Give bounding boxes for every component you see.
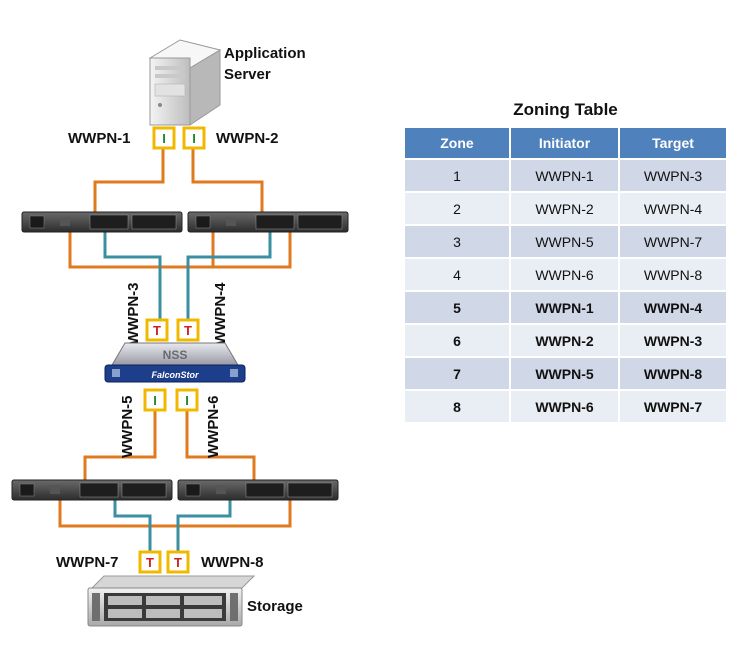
target-cell: WWPN-4 (620, 292, 726, 325)
cable-wwpn6-switch-bottom-right (185, 410, 256, 480)
target-cell: WWPN-7 (620, 226, 726, 259)
target-port-letter: T (153, 323, 161, 338)
nss-appliance-icon (104, 342, 246, 383)
cable-switch-top-left-teal (103, 232, 162, 320)
storage-array-icon (87, 575, 256, 627)
port-wwpn-7: T (138, 550, 162, 574)
cable-wwpn5-switch-bottom-left (83, 410, 157, 480)
storage-label: Storage (247, 598, 303, 615)
cable-switch-top-left-orange (68, 232, 215, 269)
cable-switch-top-right-orange (213, 232, 292, 269)
zone-cell: 6 (405, 325, 511, 358)
table-row: 6 WWPN-2 WWPN-3 (405, 325, 726, 358)
initiator-cell: WWPN-1 (510, 160, 621, 193)
table-row: 4 WWPN-6 WWPN-8 (405, 259, 726, 292)
table-row: 7 WWPN-5 WWPN-8 (405, 358, 726, 391)
wwpn-1-label: WWPN-1 (68, 130, 131, 147)
column-header-zone: Zone (405, 128, 511, 160)
target-port-letter: T (146, 555, 154, 570)
cable-switch-bottom-right-teal (176, 500, 232, 552)
nss-label: NSS (163, 348, 188, 362)
target-cell: WWPN-8 (620, 358, 726, 391)
target-port-letter: T (174, 555, 182, 570)
fc-switch-top-left-icon (21, 211, 183, 233)
port-wwpn-6: I (175, 388, 199, 412)
initiator-cell: WWPN-2 (510, 193, 621, 226)
table-row: 8 WWPN-6 WWPN-7 (405, 391, 726, 424)
target-cell: WWPN-3 (620, 160, 726, 193)
cable-wwpn2-switch-top-right (191, 148, 264, 212)
port-wwpn-5: I (143, 388, 167, 412)
cable-switch-bottom-left-teal (113, 500, 152, 552)
initiator-cell: WWPN-5 (510, 358, 621, 391)
table-row: 2 WWPN-2 WWPN-4 (405, 193, 726, 226)
wwpn-2-label: WWPN-2 (216, 130, 279, 147)
wwpn-6-label: WWPN-6 (205, 396, 222, 459)
zoning-table: Zone Initiator Target 1 WWPN-1 WWPN-3 2 … (405, 128, 726, 424)
wwpn-8-label: WWPN-8 (201, 554, 264, 571)
column-header-initiator: Initiator (510, 128, 621, 160)
cable-switch-bottom-orange (58, 500, 292, 528)
initiator-port-letter: I (162, 131, 166, 146)
table-row: 5 WWPN-1 WWPN-4 (405, 292, 726, 325)
application-server-icon (148, 39, 222, 126)
falconstor-logo: FalconStor (151, 370, 199, 380)
zone-cell: 7 (405, 358, 511, 391)
initiator-cell: WWPN-6 (510, 259, 621, 292)
fc-switch-top-right-icon (187, 211, 349, 233)
initiator-port-letter: I (153, 393, 157, 408)
initiator-cell: WWPN-5 (510, 226, 621, 259)
target-cell: WWPN-7 (620, 391, 726, 424)
table-row: 3 WWPN-5 WWPN-7 (405, 226, 726, 259)
cables (58, 148, 292, 552)
port-wwpn-2: I (182, 126, 206, 150)
target-port-letter: T (184, 323, 192, 338)
application-server-label-line2: Server (224, 66, 271, 83)
zone-cell: 2 (405, 193, 511, 226)
initiator-cell: WWPN-6 (510, 391, 621, 424)
zone-cell: 4 (405, 259, 511, 292)
fc-switch-bottom-left-icon (11, 479, 173, 501)
port-wwpn-8: T (166, 550, 190, 574)
wwpn-7-label: WWPN-7 (56, 554, 119, 571)
wwpn-3-label: WWPN-3 (125, 283, 142, 346)
port-wwpn-1: I (152, 126, 176, 150)
table-row: 1 WWPN-1 WWPN-3 (405, 160, 726, 193)
fc-switch-bottom-right-icon (177, 479, 339, 501)
application-server-label-line1: Application (224, 45, 306, 62)
zoning-table-header-row: Zone Initiator Target (405, 128, 726, 160)
cable-wwpn1-switch-top-left (93, 148, 165, 212)
zone-cell: 3 (405, 226, 511, 259)
target-cell: WWPN-8 (620, 259, 726, 292)
target-cell: WWPN-3 (620, 325, 726, 358)
zoning-table-title: Zoning Table (513, 100, 618, 119)
port-wwpn-3: T (145, 318, 169, 342)
zone-cell: 1 (405, 160, 511, 193)
target-cell: WWPN-4 (620, 193, 726, 226)
column-header-target: Target (620, 128, 726, 160)
initiator-port-letter: I (185, 393, 189, 408)
san-topology-diagram: Application Server I I WWPN-1 WWPN-2 WWP… (11, 39, 349, 627)
wwpn-4-label: WWPN-4 (212, 282, 229, 345)
cable-switch-top-right-teal (186, 232, 272, 320)
initiator-cell: WWPN-2 (510, 325, 621, 358)
zone-cell: 5 (405, 292, 511, 325)
port-wwpn-4: T (176, 318, 200, 342)
zone-cell: 8 (405, 391, 511, 424)
initiator-port-letter: I (192, 131, 196, 146)
initiator-cell: WWPN-1 (510, 292, 621, 325)
wwpn-5-label: WWPN-5 (119, 396, 136, 459)
